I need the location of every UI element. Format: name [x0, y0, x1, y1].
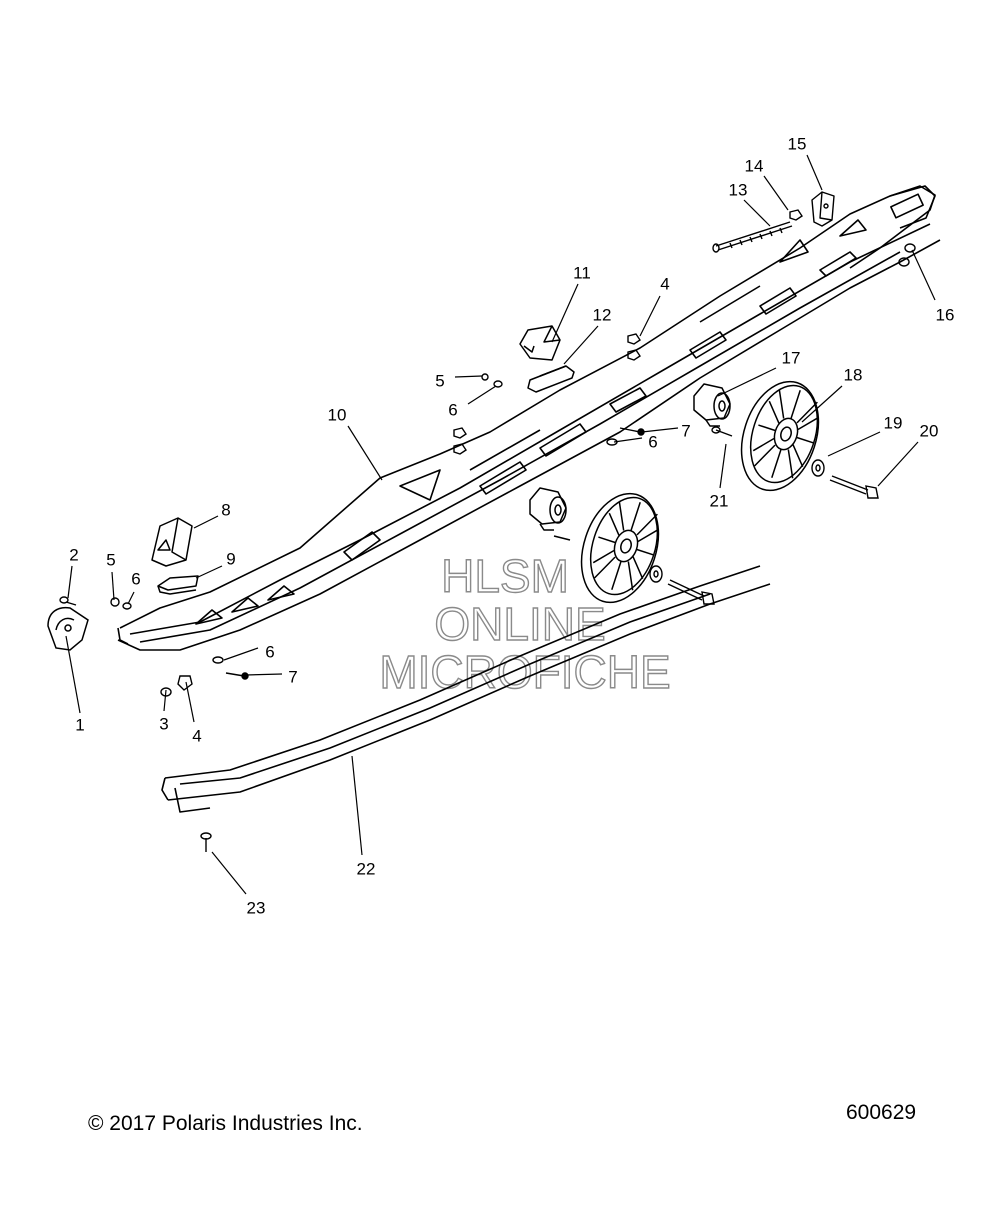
slide-strip	[161, 565, 771, 813]
callout-number-19: 19	[884, 413, 903, 432]
callout-number-14: 14	[745, 156, 764, 175]
housing-front	[529, 487, 571, 541]
bolt-2	[59, 596, 77, 606]
callout-leader-23	[211, 851, 247, 895]
callout-number-23: 23	[247, 898, 266, 917]
callout-leader-4	[185, 681, 195, 723]
front-cap-1	[47, 606, 89, 651]
callout-number-17: 17	[782, 348, 801, 367]
nuts-4-upper	[453, 333, 641, 455]
callout-number-7: 7	[681, 421, 690, 440]
callout-leader-8	[193, 515, 219, 529]
watermark-line-2: ONLINE	[434, 598, 605, 650]
callout-number-5: 5	[435, 371, 444, 390]
callout-number-12: 12	[593, 305, 612, 324]
block-9	[157, 575, 199, 595]
callout-number-2: 2	[69, 545, 78, 564]
callout-number-21: 21	[710, 491, 729, 510]
callout-leader-20	[877, 441, 919, 487]
callout-leader-1	[65, 635, 81, 714]
callout-number-9: 9	[226, 549, 235, 568]
bolt-21	[711, 426, 733, 437]
bolt-13	[712, 221, 793, 253]
callout-leader-17	[717, 367, 777, 397]
callout-leader-2	[67, 565, 73, 599]
callout-leader-16	[911, 249, 936, 301]
callout-number-4: 4	[660, 274, 669, 293]
callout-number-16: 16	[936, 305, 955, 324]
callout-number-22: 22	[357, 859, 376, 878]
washer-19	[811, 459, 825, 477]
bracket-15	[811, 191, 835, 227]
bolt-20	[829, 475, 879, 499]
rail-assembly	[117, 185, 941, 651]
copyright-text: © 2017 Polaris Industries Inc.	[88, 1112, 363, 1135]
callout-number-6: 6	[648, 432, 657, 451]
callout-number-13: 13	[729, 180, 748, 199]
callout-leader-21	[719, 443, 727, 489]
callout-leader-6	[127, 591, 135, 605]
wheel-18	[740, 380, 820, 492]
callout-leader-6	[223, 647, 259, 661]
wheel-front	[580, 492, 660, 604]
callout-number-20: 20	[920, 421, 939, 440]
front-wheel-hardware	[649, 565, 715, 605]
watermark-line-1: HLSM	[441, 550, 569, 602]
hardware-upper	[481, 373, 645, 446]
callout-leader-18	[801, 385, 843, 423]
watermark: HLSM ONLINE MICROFICHE	[379, 549, 672, 698]
callout-leader-7	[245, 673, 283, 676]
callout-number-5: 5	[106, 550, 115, 569]
callout-number-6: 6	[265, 642, 274, 661]
callout-leader-10	[347, 425, 383, 481]
callout-number-8: 8	[221, 500, 230, 519]
block-8	[151, 517, 193, 567]
callout-number-6: 6	[448, 400, 457, 419]
callout-number-6: 6	[131, 569, 140, 588]
drawing-number: 600629	[846, 1101, 917, 1124]
callout-number-3: 3	[159, 714, 168, 733]
callout-number-18: 18	[844, 365, 863, 384]
callout-number-1: 1	[75, 715, 84, 734]
callout-leader-19	[827, 431, 881, 457]
callout-leader-9	[195, 565, 223, 579]
callout-number-4: 4	[192, 726, 201, 745]
callout-leader-6	[467, 385, 497, 405]
callout-number-10: 10	[328, 405, 347, 424]
callout-leader-7	[641, 427, 679, 433]
callout-leader-5	[454, 375, 483, 378]
callout-number-7: 7	[288, 667, 297, 686]
callout-leader-3	[163, 689, 167, 712]
housing-17	[693, 383, 731, 427]
callout-leader-13	[743, 199, 771, 227]
pins-16	[898, 243, 916, 267]
screw-23	[200, 832, 212, 852]
nut-14	[789, 209, 803, 221]
callout-leader-12	[563, 325, 599, 365]
callout-leader-22	[351, 755, 363, 856]
callout-leader-5	[111, 571, 115, 601]
callout-leader-14	[763, 175, 789, 211]
callout-leader-4	[639, 295, 661, 337]
callout-leader-6	[613, 437, 643, 443]
callout-number-11: 11	[573, 263, 591, 282]
block-12	[527, 365, 575, 393]
callout-number-15: 15	[788, 134, 807, 153]
callout-leader-11	[551, 283, 579, 343]
block-11	[519, 325, 561, 361]
callout-leader-15	[806, 154, 823, 191]
